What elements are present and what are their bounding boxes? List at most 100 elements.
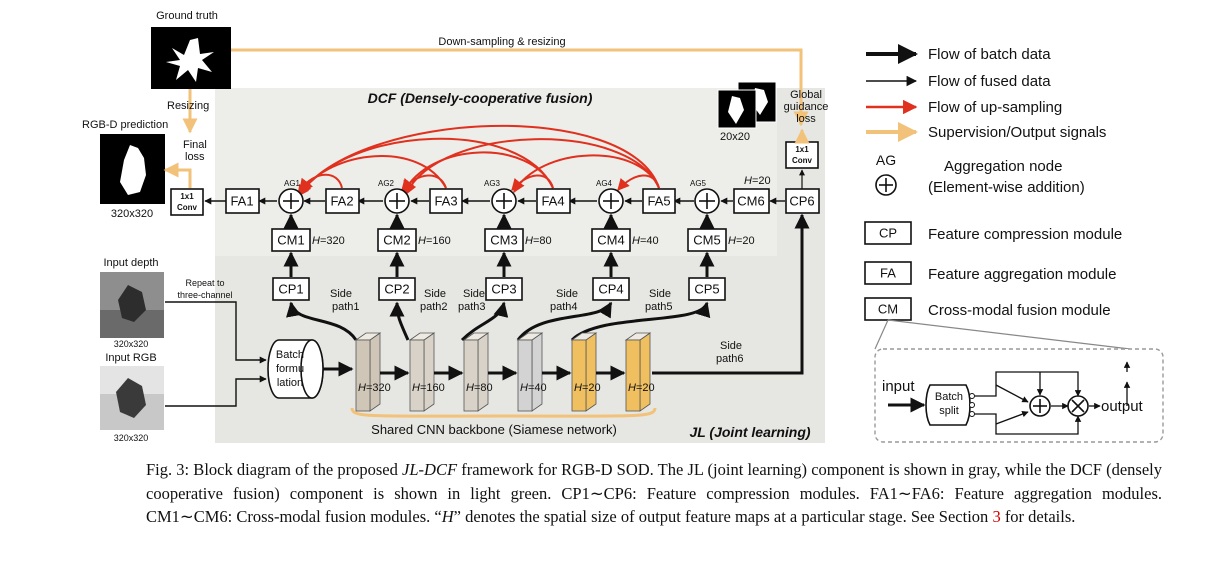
- caption-section-ref[interactable]: 3: [992, 507, 1001, 526]
- side-path1-label: path1: [332, 301, 360, 313]
- cm3-label: CM3: [490, 233, 517, 248]
- global-loss-label-2: guidance: [784, 101, 829, 113]
- jl-title: JL (Joint learning): [689, 424, 810, 440]
- shared-backbone-label: Shared CNN backbone (Siamese network): [371, 422, 617, 437]
- downsampling-label: Down-sampling & resizing: [438, 36, 565, 48]
- backbone-block-2: H=160: [408, 332, 445, 412]
- prediction-size-label: 320x320: [111, 208, 153, 220]
- batch-formulation: [267, 339, 324, 399]
- fa4-box: [536, 188, 571, 214]
- cp5-label: CP5: [694, 282, 719, 297]
- figure-caption: Fig. 3: Block diagram of the proposed JL…: [146, 458, 1162, 529]
- cm6-label: CM6: [737, 194, 764, 209]
- fa5-box: [642, 188, 676, 214]
- fa2-label: FA2: [330, 194, 353, 209]
- final-loss-label-1: Final: [183, 139, 207, 151]
- map-20-size-label: 20x20: [720, 131, 750, 143]
- inset-mul-node: [1067, 395, 1089, 417]
- cm1-h: H=320: [312, 235, 345, 247]
- fa3-box: [429, 188, 463, 214]
- cm3-box: [484, 228, 524, 252]
- cp1-box: [272, 277, 310, 301]
- backbone-h-label-4: H=40: [520, 382, 547, 394]
- legend-batch-label: Flow of batch data: [928, 46, 1051, 63]
- cp3-box: [485, 277, 523, 301]
- side-label-5: Side: [649, 288, 671, 300]
- repeat-label-2: three-channel: [177, 290, 232, 300]
- caption-part-1: Fig. 3: Block diagram of the proposed: [146, 460, 403, 479]
- repeat-label-1: Repeat to: [185, 278, 224, 288]
- cm5-box: [687, 228, 727, 252]
- backbone-h-label-1: H=320: [358, 382, 391, 394]
- backbone-h-label-2: H=160: [412, 382, 445, 394]
- backbone-h-label-3: H=80: [466, 382, 493, 394]
- conv-left-box: [170, 188, 204, 216]
- fa1-box: [225, 188, 260, 214]
- resizing-label: Resizing: [167, 100, 209, 112]
- legend-fa-box: [864, 261, 912, 285]
- inset-add-node: [1029, 395, 1051, 417]
- cm1-label: CM1: [277, 233, 304, 248]
- legend-fa-abbr: FA: [880, 266, 896, 281]
- cp2-label: CP2: [384, 282, 409, 297]
- cm3-h: H=80: [525, 235, 552, 247]
- ag3-label: AG3: [484, 179, 501, 188]
- legend: Flow of batch data Flow of fused data Fl…: [864, 44, 1122, 321]
- ag4-node: [598, 188, 624, 214]
- legend-supervision-label: Supervision/Output signals: [928, 124, 1106, 141]
- fa3-label: FA3: [434, 194, 457, 209]
- caption-framework-name: JL-DCF: [402, 460, 458, 479]
- rgbd-prediction-label: RGB-D prediction: [82, 119, 168, 131]
- legend-ag-abbr: AG: [876, 152, 896, 168]
- fa4-label: FA4: [541, 194, 564, 209]
- conv-right-box: [785, 141, 819, 169]
- input-rgb-plant: [116, 378, 146, 418]
- side-path3-label: path3: [458, 301, 486, 313]
- cm6-h-label: H=20: [744, 175, 771, 187]
- side-path2-label: path2: [420, 301, 448, 313]
- side-label-3: Side: [463, 288, 485, 300]
- cm-inset: input Batch split output: [874, 319, 1164, 443]
- fa5-label: FA5: [647, 194, 670, 209]
- cm5-label: CM5: [693, 233, 720, 248]
- cm5-h: H=20: [728, 235, 755, 247]
- cp1-label: CP1: [278, 282, 303, 297]
- input-rgb-size: 320x320: [114, 433, 149, 443]
- legend-ag-symbol: [875, 174, 897, 196]
- inset-batch-label-2: split: [939, 405, 959, 417]
- conv-left-label-1: 1x1: [180, 192, 194, 201]
- legend-cm-abbr: CM: [878, 302, 898, 317]
- cm2-label: CM2: [383, 233, 410, 248]
- ag5-node: [694, 188, 720, 214]
- legend-cp-name: Feature compression module: [928, 226, 1122, 243]
- cp4-label: CP4: [598, 282, 623, 297]
- inset-batch-split: [925, 384, 971, 426]
- ag1-label: AG1: [284, 179, 301, 188]
- cm1-box: [271, 228, 311, 252]
- upsampling-arcs: [297, 125, 660, 197]
- legend-cp-abbr: CP: [879, 226, 897, 241]
- backbone-block-5: H=20: [570, 332, 601, 412]
- batch-label-3: lation: [277, 377, 303, 389]
- batch-label-2: formu: [276, 363, 304, 375]
- input-arrows: [165, 301, 267, 407]
- cm4-h: H=40: [632, 235, 659, 247]
- backbone-blocks: H=320 H=160 H=80 H=40 H=20 H=20: [354, 332, 655, 412]
- global-loss-label-3: loss: [796, 113, 816, 125]
- backbone-h-label-6: H=20: [628, 382, 655, 394]
- legend-ag-name-1: Aggregation node: [944, 158, 1062, 175]
- ag-nodes: [278, 188, 720, 214]
- backbone-h-label-5: H=20: [574, 382, 601, 394]
- cp4-box: [592, 277, 630, 301]
- conv-right-label-1: 1x1: [795, 145, 809, 154]
- ag4-label: AG4: [596, 179, 613, 188]
- caption-part-3: ” denotes the spatial size of output fea…: [453, 507, 993, 526]
- ag2-node: [384, 188, 410, 214]
- map-20-front-mask: [728, 96, 744, 124]
- backbone-block-6: H=20: [624, 332, 655, 412]
- cp6-box: [785, 188, 820, 214]
- legend-cm-name: Cross-modal fusion module: [928, 302, 1111, 319]
- jl-dcf-block-diagram: Ground truth Down-sampling & resizing Re…: [82, 10, 1164, 443]
- cp5-box: [688, 277, 726, 301]
- final-loss-label-2: loss: [185, 151, 205, 163]
